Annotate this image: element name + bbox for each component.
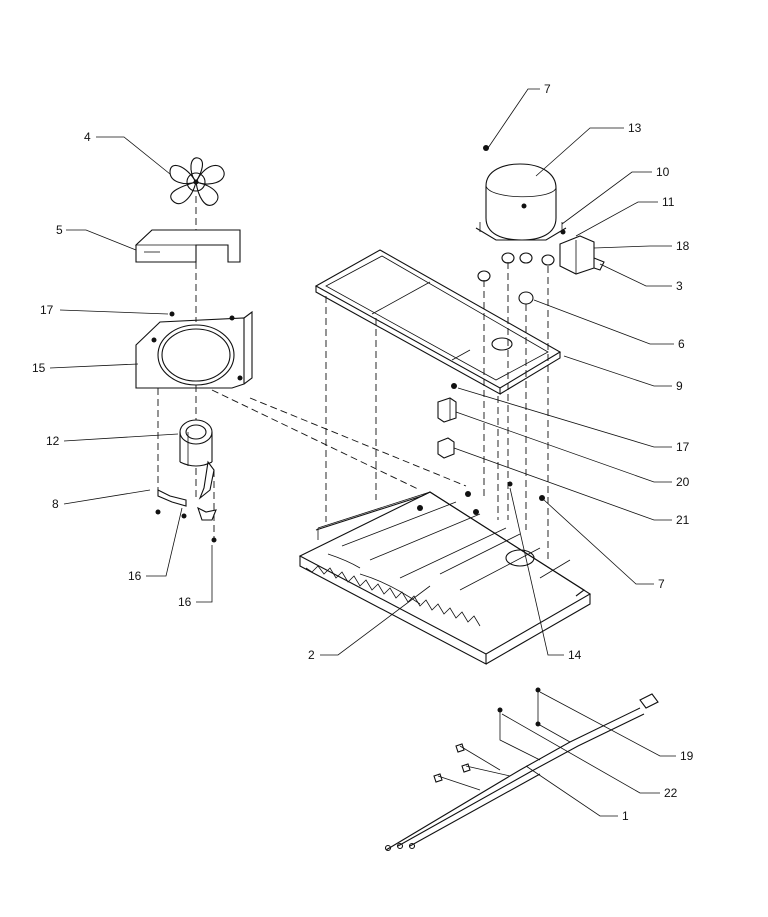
label-21: 21 — [676, 513, 690, 527]
label-22: 22 — [664, 786, 678, 800]
fan-motor — [179, 419, 213, 467]
label-13: 13 — [628, 121, 642, 135]
label-11: 11 — [662, 195, 675, 209]
leader-lines — [49, 88, 676, 817]
label-9: 9 — [676, 379, 683, 393]
label-12: 12 — [46, 434, 60, 448]
label-4: 4 — [84, 130, 91, 144]
label-8: 8 — [52, 497, 59, 511]
base-pan — [298, 491, 592, 665]
label-7-top: 7 — [544, 82, 551, 96]
screw-icon — [181, 513, 187, 519]
label-2: 2 — [308, 648, 315, 662]
screw-icon — [539, 495, 545, 501]
clip-part — [437, 437, 455, 459]
label-7-bottom: 7 — [658, 577, 665, 591]
motor-clips — [157, 460, 217, 521]
relay-overload — [559, 229, 605, 275]
label-20: 20 — [676, 475, 690, 489]
capacitor — [437, 397, 457, 423]
label-3: 3 — [676, 279, 683, 293]
label-14: 14 — [568, 648, 582, 662]
label-15: 15 — [32, 361, 46, 375]
fan-blade — [169, 157, 225, 206]
fan-shroud — [135, 310, 253, 389]
label-6: 6 — [678, 337, 685, 351]
label-1: 1 — [622, 809, 629, 823]
screw-icon — [169, 311, 175, 317]
screw-icon — [451, 383, 457, 389]
screw-icon — [155, 509, 161, 515]
label-17-right: 17 — [676, 440, 690, 454]
label-16-a: 16 — [128, 569, 142, 583]
drain-tray — [314, 249, 562, 395]
label-17-left: 17 — [40, 303, 54, 317]
screw-icon — [507, 481, 513, 487]
label-19: 19 — [680, 749, 694, 763]
label-18: 18 — [676, 239, 690, 253]
compressor — [475, 145, 567, 241]
label-10: 10 — [656, 165, 670, 179]
wire-harness — [384, 687, 659, 852]
fan-bracket — [134, 229, 241, 263]
label-16-b: 16 — [178, 595, 192, 609]
label-5: 5 — [56, 223, 63, 237]
compressor-grommets — [477, 252, 555, 305]
